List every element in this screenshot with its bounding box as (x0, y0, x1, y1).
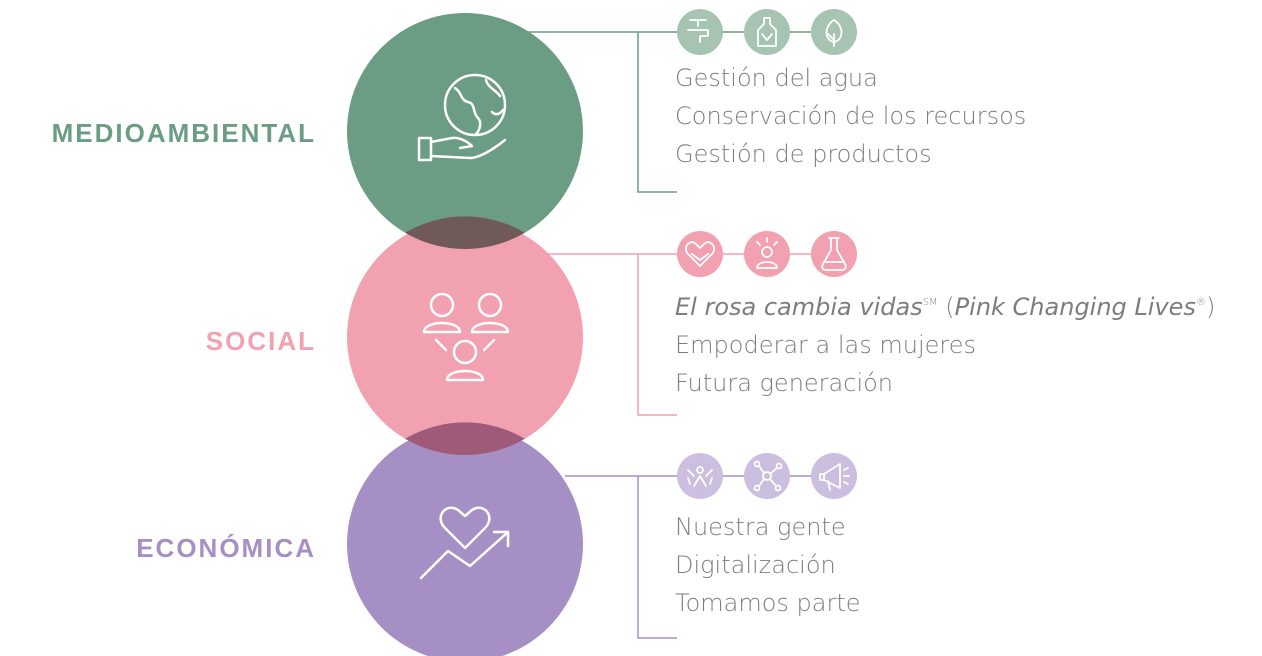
leaf-icon (811, 9, 857, 55)
social-circle (347, 219, 583, 455)
list-item: Gestión de productos (675, 140, 932, 168)
list-item: Futura generación (675, 369, 894, 397)
social-title: SOCIAL (205, 326, 316, 356)
social-connector (548, 253, 835, 416)
heart-handshake-icon (677, 231, 723, 277)
person-idea-icon (744, 231, 790, 277)
medioambiental-item-list: Gestión del agua Conservación de los rec… (675, 59, 1026, 173)
medioambiental-title: MEDIOAMBIENTAL (51, 118, 316, 148)
list-item: Conservación de los recursos (675, 102, 1027, 130)
list-item: Empoderar a las mujeres (675, 331, 977, 359)
service-mark: SM (922, 297, 938, 308)
economica-circle (347, 426, 583, 656)
italic-program-name: El rosa cambia vidas (675, 293, 923, 321)
water-tap-icon (677, 9, 723, 55)
economica-connector (565, 475, 835, 639)
social-item-list: El rosa cambia vidasSM (Pink Changing Li… (675, 284, 1215, 402)
medioambiental-circle (347, 13, 583, 249)
list-item: Tomamos parte (675, 589, 861, 617)
economica-sub-icons (677, 453, 857, 499)
list-item: El rosa cambia vidasSM (Pink Changing Li… (675, 284, 1215, 326)
recycle-bottle-icon (744, 9, 790, 55)
economica-item-list: Nuestra gente Digitalización Tomamos par… (675, 508, 861, 622)
registered-mark: ® (1195, 297, 1206, 308)
italic-program-name-en: Pink Changing Lives (954, 293, 1196, 321)
list-item: Gestión del agua (675, 64, 878, 92)
social-sub-icons (677, 231, 857, 277)
megaphone-icon (811, 453, 857, 499)
medioambiental-sub-icons (677, 9, 857, 55)
economica-title: ECONÓMICA (136, 533, 316, 563)
overlap-lens-bottom (405, 422, 525, 455)
heart-growth-icon (419, 506, 510, 580)
list-item: Digitalización (675, 551, 836, 579)
paren-open: ( (937, 293, 955, 321)
list-item: Nuestra gente (675, 513, 846, 541)
people-network-icon (422, 292, 510, 382)
medioambiental-connector (522, 31, 835, 193)
network-nodes-icon (744, 453, 790, 499)
paren-close: ) (1205, 293, 1216, 321)
globe-in-hand-icon (417, 73, 507, 162)
overlap-lens-top (405, 216, 525, 249)
